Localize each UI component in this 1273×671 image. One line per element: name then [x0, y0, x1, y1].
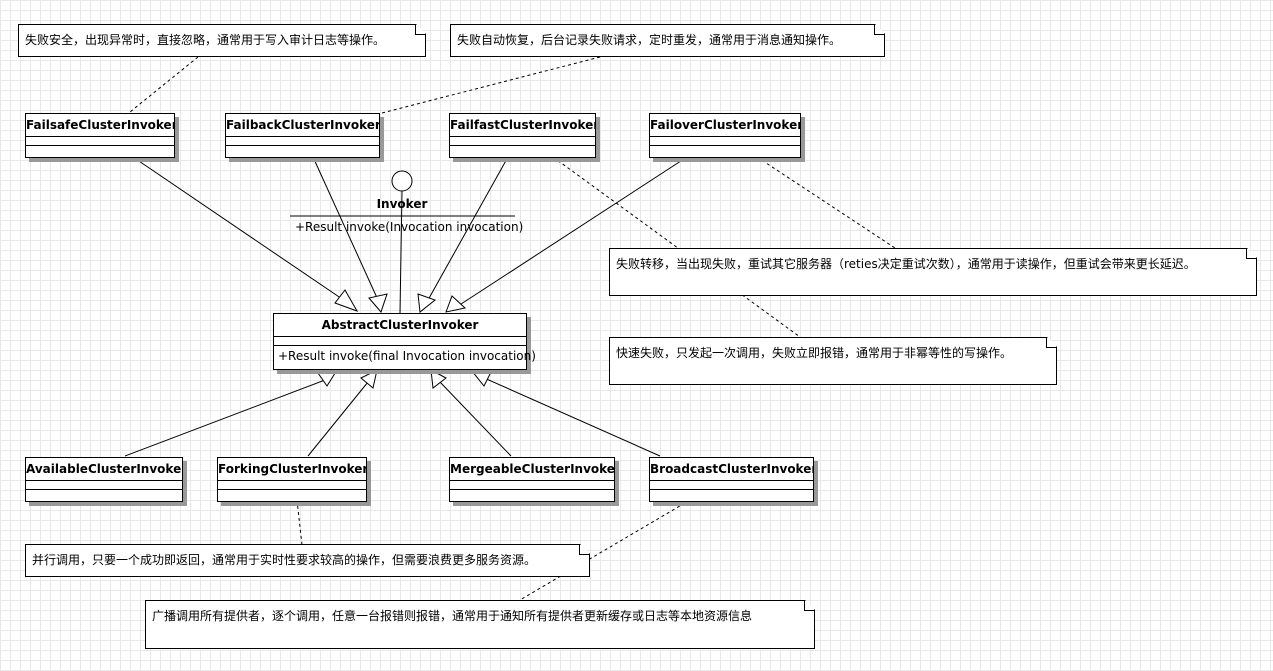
class-name: MergeableClusterInvoker — [450, 458, 614, 481]
arrowhead-broadcast — [470, 370, 492, 387]
note-text: 并行调用，只要一个成功即返回，通常用于实时性要求较高的操作，但需要浪费更多服务资… — [32, 553, 537, 567]
class-operations — [218, 490, 366, 498]
note-failover[interactable]: 失败转移，当出现失败，重试其它服务器（reties决定重试次数），通常用于读操作… — [609, 248, 1257, 296]
arrowhead-available — [317, 369, 339, 387]
note-fold-icon — [804, 601, 814, 611]
note-failsafe[interactable]: 失败安全，出现异常时，直接忽略，通常用于写入审计日志等操作。 — [18, 24, 426, 57]
class-operation: +Result invoke(final Invocation invocati… — [278, 349, 536, 363]
class-attributes — [450, 481, 614, 490]
class-abstract-cluster-invoker[interactable]: AbstractClusterInvoker +Result invoke(fi… — [273, 313, 536, 370]
class-failback-cluster-invoker[interactable]: FailbackClusterInvoker — [225, 113, 380, 158]
class-attributes — [26, 481, 182, 490]
class-failfast-cluster-invoker[interactable]: FailfastClusterInvoker — [449, 113, 596, 158]
note-link-broadcast — [519, 499, 691, 601]
class-name: FailbackClusterInvoker — [226, 114, 379, 137]
note-link-failfast — [552, 156, 801, 338]
note-link-failover — [756, 156, 896, 249]
arrowhead-mergeable — [430, 369, 447, 389]
class-operations — [650, 490, 813, 498]
class-name: FailfastClusterInvoker — [450, 114, 595, 137]
interface-stem — [399, 190, 403, 314]
note-text: 失败自动恢复，后台记录失败请求，定时重发，通常用于消息通知操作。 — [457, 33, 842, 47]
class-attributes — [450, 137, 595, 146]
gen-line-failback — [312, 156, 379, 301]
note-broadcast[interactable]: 广播调用所有提供者，逐个调用，任意一台报错则报错，通常用于通知所有提供者更新缓存… — [145, 600, 815, 649]
class-operations — [26, 146, 174, 154]
interface-circle — [391, 170, 413, 192]
note-text: 失败安全，出现异常时，直接忽略，通常用于写入审计日志等操作。 — [25, 33, 386, 47]
class-attributes — [274, 337, 526, 346]
note-fold-icon — [579, 545, 589, 555]
class-name: FailsafeClusterInvoker — [26, 114, 174, 137]
class-name: BroadcastClusterInvoker — [650, 458, 813, 481]
class-failover-cluster-invoker[interactable]: FailoverClusterInvoker — [649, 113, 801, 158]
class-attributes — [26, 137, 174, 146]
note-text: 失败转移，当出现失败，重试其它服务器（reties决定重试次数），通常用于读操作… — [616, 257, 1196, 271]
gen-line-failover — [457, 156, 688, 307]
class-operations — [450, 490, 614, 498]
class-broadcast-cluster-invoker[interactable]: BroadcastClusterInvoker — [649, 457, 814, 502]
note-link-failsafe — [129, 56, 199, 113]
gen-line-failsafe — [132, 156, 349, 304]
class-operations — [26, 490, 182, 498]
class-available-cluster-invoker[interactable]: AvailableClusterInvoker — [25, 457, 183, 502]
class-attributes — [650, 481, 813, 490]
class-name: AvailableClusterInvoker — [26, 458, 182, 481]
note-fold-icon — [415, 25, 425, 35]
arrowhead-failover — [445, 295, 467, 313]
class-attributes — [226, 137, 379, 146]
note-fold-icon — [1246, 249, 1256, 259]
gen-line-broadcast — [481, 376, 661, 457]
arrowhead-forking — [360, 369, 378, 389]
gen-line-failfast — [427, 156, 509, 301]
class-failsafe-cluster-invoker[interactable]: FailsafeClusterInvoker — [25, 113, 175, 158]
gen-line-available — [124, 379, 326, 457]
interface-operation: +Result invoke(Invocation invocation) — [295, 220, 524, 234]
note-fold-icon — [1046, 338, 1056, 348]
class-name: AbstractClusterInvoker — [274, 314, 526, 337]
gen-line-mergeable — [439, 381, 512, 457]
class-name: ForkingClusterInvoker — [218, 458, 366, 481]
class-forking-cluster-invoker[interactable]: ForkingClusterInvoker — [217, 457, 367, 502]
note-link-forking — [296, 499, 303, 546]
arrowhead-failback — [368, 293, 388, 313]
note-fold-icon — [874, 25, 884, 35]
note-failback[interactable]: 失败自动恢复，后台记录失败请求，定时重发，通常用于消息通知操作。 — [450, 24, 885, 57]
arrowhead-failsafe — [334, 289, 359, 312]
note-text: 广播调用所有提供者，逐个调用，任意一台报错则报错，通常用于通知所有提供者更新缓存… — [152, 609, 753, 623]
class-operations — [450, 146, 595, 154]
note-forking[interactable]: 并行调用，只要一个成功即返回，通常用于实时性要求较高的操作，但需要浪费更多服务资… — [25, 544, 590, 577]
gen-line-forking — [307, 381, 369, 457]
note-link-failback — [377, 56, 601, 115]
note-text: 快速失败，只发起一次调用，失败立即报错，通常用于非幂等性的写操作。 — [616, 346, 1013, 360]
class-mergeable-cluster-invoker[interactable]: MergeableClusterInvoker — [449, 457, 615, 502]
interface-name: Invoker — [376, 197, 428, 211]
arrowhead-failfast — [417, 293, 437, 313]
class-operations — [226, 146, 379, 154]
class-attributes — [218, 481, 366, 490]
class-attributes — [650, 137, 800, 146]
note-failfast[interactable]: 快速失败，只发起一次调用，失败立即报错，通常用于非幂等性的写操作。 — [609, 337, 1057, 385]
class-name: FailoverClusterInvoker — [650, 114, 800, 137]
class-operations — [650, 146, 800, 154]
